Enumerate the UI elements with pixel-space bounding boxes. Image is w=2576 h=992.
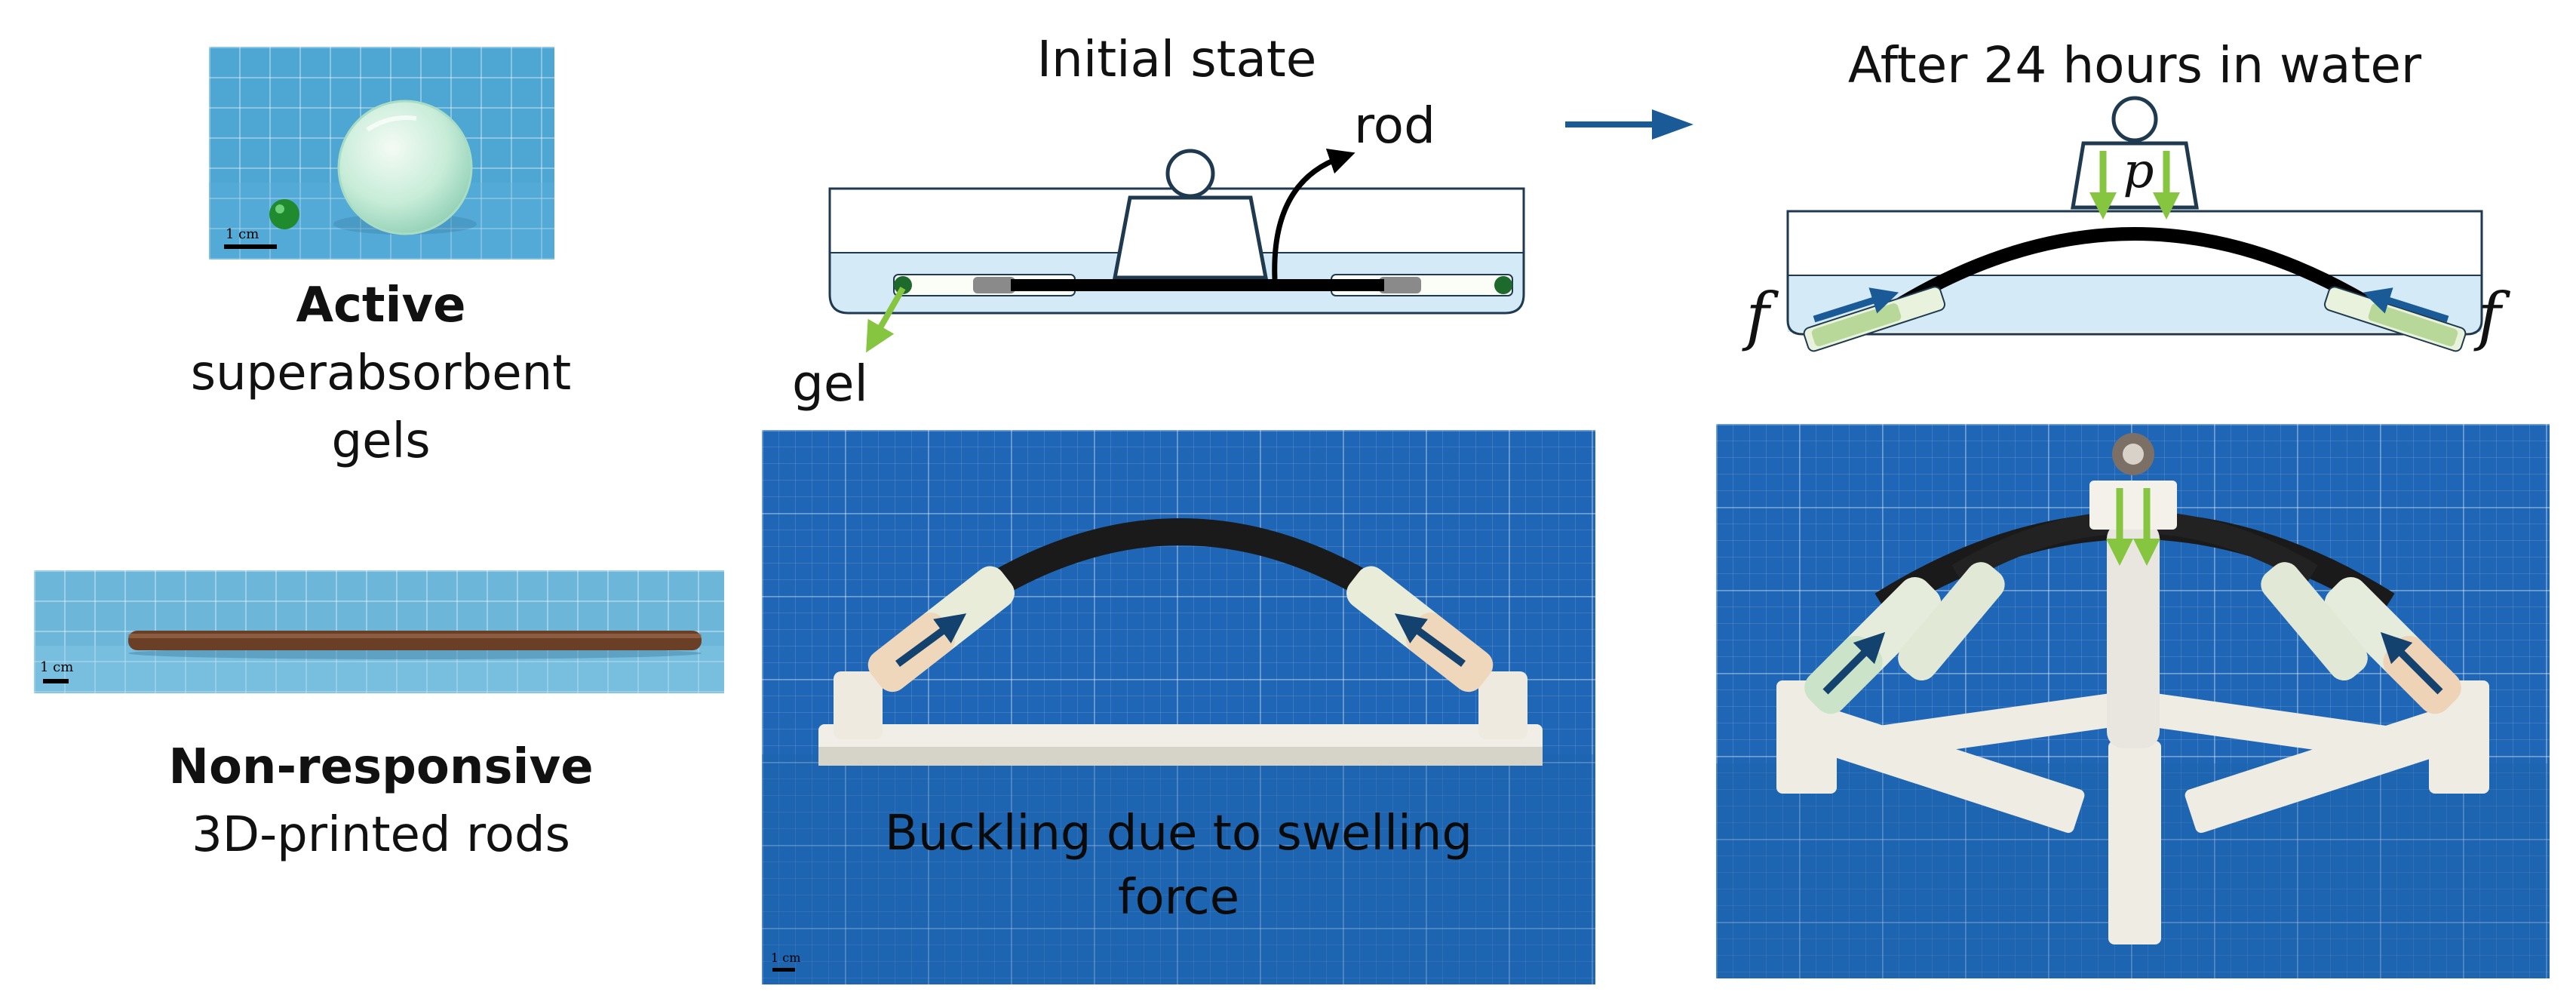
left-force-arrow bbox=[1813, 287, 1899, 323]
active-line1: superabsorbent bbox=[190, 346, 572, 401]
transition-arrow bbox=[1565, 109, 1693, 140]
buckling-photo-scale: 1 cm bbox=[771, 951, 801, 965]
gel-label: gel bbox=[792, 355, 868, 413]
right-force-arrow bbox=[2363, 287, 2449, 323]
caption-line2: force bbox=[1117, 870, 1240, 926]
f-label-right: f bbox=[2477, 279, 2501, 353]
buckled-rod bbox=[1882, 227, 2387, 319]
initial-state-diagram bbox=[828, 149, 1525, 353]
initial-state-title: Initial state bbox=[1036, 30, 1317, 88]
rod bbox=[1011, 279, 1384, 291]
right-tube-tilted bbox=[2323, 286, 2467, 352]
container bbox=[1786, 210, 2483, 336]
star-structure-photo bbox=[1716, 424, 2550, 978]
right-gel bbox=[1494, 276, 1512, 294]
passive-line1: 3D-printed rods bbox=[192, 807, 570, 863]
buckled-rod bbox=[958, 518, 1403, 615]
rod-photo-scale: 1 cm bbox=[40, 659, 74, 675]
rod-pointer-arrow bbox=[1272, 149, 1356, 280]
swollen-gel-bead bbox=[337, 100, 473, 235]
passive-title: Non-responsive bbox=[168, 739, 594, 795]
after-diagram bbox=[1786, 96, 2483, 352]
gel-photo-scale: 1 cm bbox=[226, 226, 259, 242]
gel-photo: 1 cm bbox=[209, 47, 554, 260]
gel-pointer-arrow bbox=[866, 287, 906, 353]
rod-label: rod bbox=[1354, 97, 1435, 155]
after-title: After 24 hours in water bbox=[1847, 36, 2422, 94]
dry-gel-bead bbox=[269, 199, 299, 229]
printed-rod bbox=[128, 631, 702, 650]
f-label-left: f bbox=[1745, 279, 1770, 353]
rod-photo: 1 cm bbox=[34, 570, 724, 693]
container bbox=[828, 187, 1525, 315]
p-label: p bbox=[2123, 143, 2154, 199]
active-line2: gels bbox=[331, 413, 431, 469]
weight bbox=[1112, 149, 1269, 280]
left-gel bbox=[894, 276, 912, 294]
buckling-photo: 1 cm Buckling due to swelling force bbox=[762, 430, 1595, 984]
right-force-arrow bbox=[1394, 613, 1466, 668]
left-force-arrow bbox=[895, 613, 967, 668]
active-title: Active bbox=[296, 278, 466, 333]
caption-line1: Buckling due to swelling bbox=[885, 806, 1472, 861]
